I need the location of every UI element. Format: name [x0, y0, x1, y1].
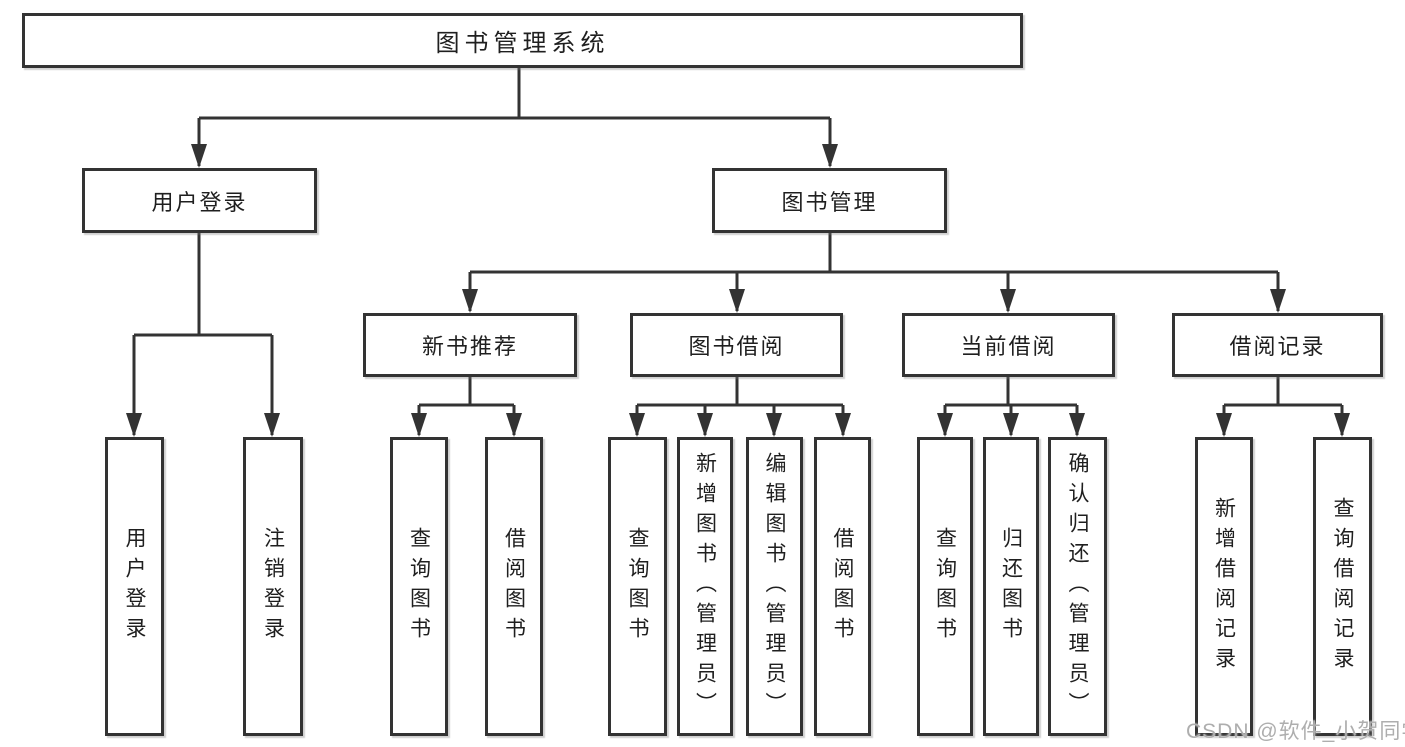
- node-current-borrowing: 当前借阅: [902, 313, 1115, 377]
- leaf-borrow-edit-book-admin: 编辑图书（管理员）: [746, 437, 803, 736]
- leaf-borrow-query-books-label: 查询图书: [626, 526, 649, 647]
- leaf-current-return-books: 归还图书: [983, 437, 1039, 736]
- node-new-book-recommend: 新书推荐: [363, 313, 577, 377]
- node-book-management-label: 图书管理: [781, 189, 878, 215]
- leaf-newbook-query-books-label: 查询图书: [407, 526, 431, 647]
- leaf-borrow-add-book-admin: 新增图书（管理员）: [677, 437, 733, 736]
- leaf-user-login-label: 用户登录: [123, 526, 146, 647]
- leaf-current-return-books-label: 归还图书: [999, 526, 1023, 647]
- leaf-records-add-record: 新增借阅记录: [1195, 437, 1253, 736]
- node-book-borrowing-label: 图书借阅: [688, 334, 785, 359]
- leaf-current-query-books-label: 查询图书: [933, 526, 957, 647]
- node-new-book-recommend-label: 新书推荐: [421, 334, 518, 359]
- node-book-management: 图书管理: [712, 168, 947, 233]
- leaf-current-confirm-return-admin: 确认归还（管理员）: [1048, 437, 1107, 736]
- node-user-login: 用户登录: [82, 168, 317, 233]
- leaf-current-confirm-return-admin-label: 确认归还（管理员）: [1066, 451, 1089, 722]
- leaf-newbook-borrow-books-label: 借阅图书: [502, 526, 526, 647]
- leaf-borrow-add-book-admin-label: 新增图书（管理员）: [693, 451, 717, 722]
- leaf-user-login: 用户登录: [105, 437, 164, 736]
- leaf-current-query-books: 查询图书: [917, 437, 973, 736]
- leaf-borrow-borrow-books: 借阅图书: [814, 437, 871, 736]
- node-borrowing-records-label: 借阅记录: [1229, 334, 1326, 359]
- node-current-borrowing-label: 当前借阅: [960, 334, 1057, 359]
- arrowhead-icons: [126, 144, 1350, 437]
- leaf-records-query-record: 查询借阅记录: [1313, 437, 1372, 736]
- leaf-logout: 注销登录: [243, 437, 303, 736]
- leaf-borrow-edit-book-admin-label: 编辑图书（管理员）: [763, 451, 786, 722]
- leaf-records-query-record-label: 查询借阅记录: [1331, 496, 1354, 677]
- node-book-borrowing: 图书借阅: [630, 313, 843, 377]
- node-library-management-system: 图书管理系统: [22, 13, 1023, 68]
- csdn-watermark: CSDN @软件_小贺同学: [1186, 720, 1405, 743]
- leaf-newbook-query-books: 查询图书: [390, 437, 448, 736]
- leaf-borrow-borrow-books-label: 借阅图书: [831, 526, 854, 647]
- leaf-newbook-borrow-books: 借阅图书: [485, 437, 543, 736]
- leaf-borrow-query-books: 查询图书: [608, 437, 667, 736]
- leaf-records-add-record-label: 新增借阅记录: [1212, 496, 1236, 677]
- node-borrowing-records: 借阅记录: [1172, 313, 1383, 377]
- node-user-login-label: 用户登录: [151, 189, 248, 215]
- node-library-management-system-label: 图书管理系统: [435, 30, 610, 57]
- leaf-logout-label: 注销登录: [261, 526, 285, 647]
